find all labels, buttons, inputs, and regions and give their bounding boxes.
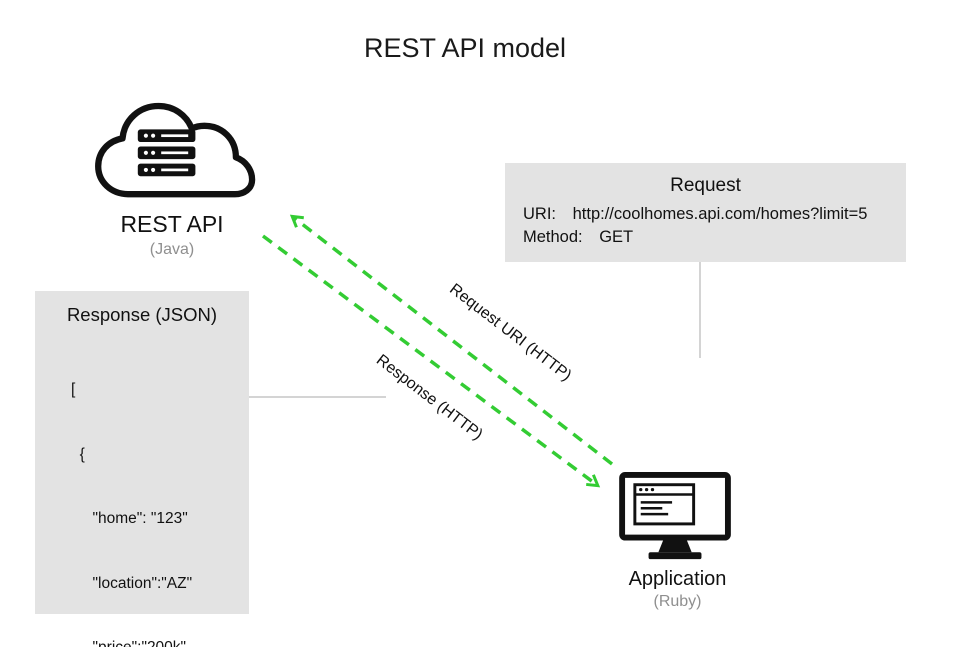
json-line: "location":"AZ" xyxy=(71,574,193,592)
monitor-stand xyxy=(658,537,692,553)
request-uri-label: URI: xyxy=(523,205,556,223)
server-stack-icon xyxy=(137,129,196,177)
request-box-body: URI: http://coolhomes.api.com/homes?limi… xyxy=(505,203,906,249)
request-box-title: Request xyxy=(670,175,741,196)
response-box: Response (JSON) [ { "home": "123" "locat… xyxy=(35,291,249,647)
response-arrow-label: Response (HTTP) xyxy=(372,351,486,444)
json-line: [ xyxy=(71,381,76,398)
request-uri-value: http://coolhomes.api.com/homes?limit=5 xyxy=(572,205,868,223)
response-box-title: Response (JSON) xyxy=(66,304,218,325)
request-arrow-label: Request URI (HTTP) xyxy=(446,280,575,385)
json-line: { xyxy=(71,445,85,463)
application-sublabel: (Ruby) xyxy=(653,593,702,610)
request-method-label: Method: xyxy=(523,228,583,246)
cloud-server-icon xyxy=(95,102,256,198)
request-method-line: Method: GET xyxy=(523,226,888,249)
request-method-value: GET xyxy=(599,228,634,246)
application-label: Application xyxy=(628,568,727,590)
application-monitor-icon xyxy=(619,471,731,560)
json-line: "home": "123" xyxy=(71,510,188,527)
rest-api-label: REST API xyxy=(120,211,224,237)
rest-api-sublabel: (Java) xyxy=(149,241,195,258)
page-title: REST API model xyxy=(363,33,567,63)
monitor-base xyxy=(648,552,702,560)
request-box: Request URI: http://coolhomes.api.com/ho… xyxy=(505,163,906,262)
json-line: "price":"200k" xyxy=(71,637,249,647)
request-uri-line: URI: http://coolhomes.api.com/homes?limi… xyxy=(523,203,888,226)
response-json-body: [ { "home": "123" "location":"AZ" "price… xyxy=(35,336,249,647)
app-window-icon xyxy=(633,483,696,526)
